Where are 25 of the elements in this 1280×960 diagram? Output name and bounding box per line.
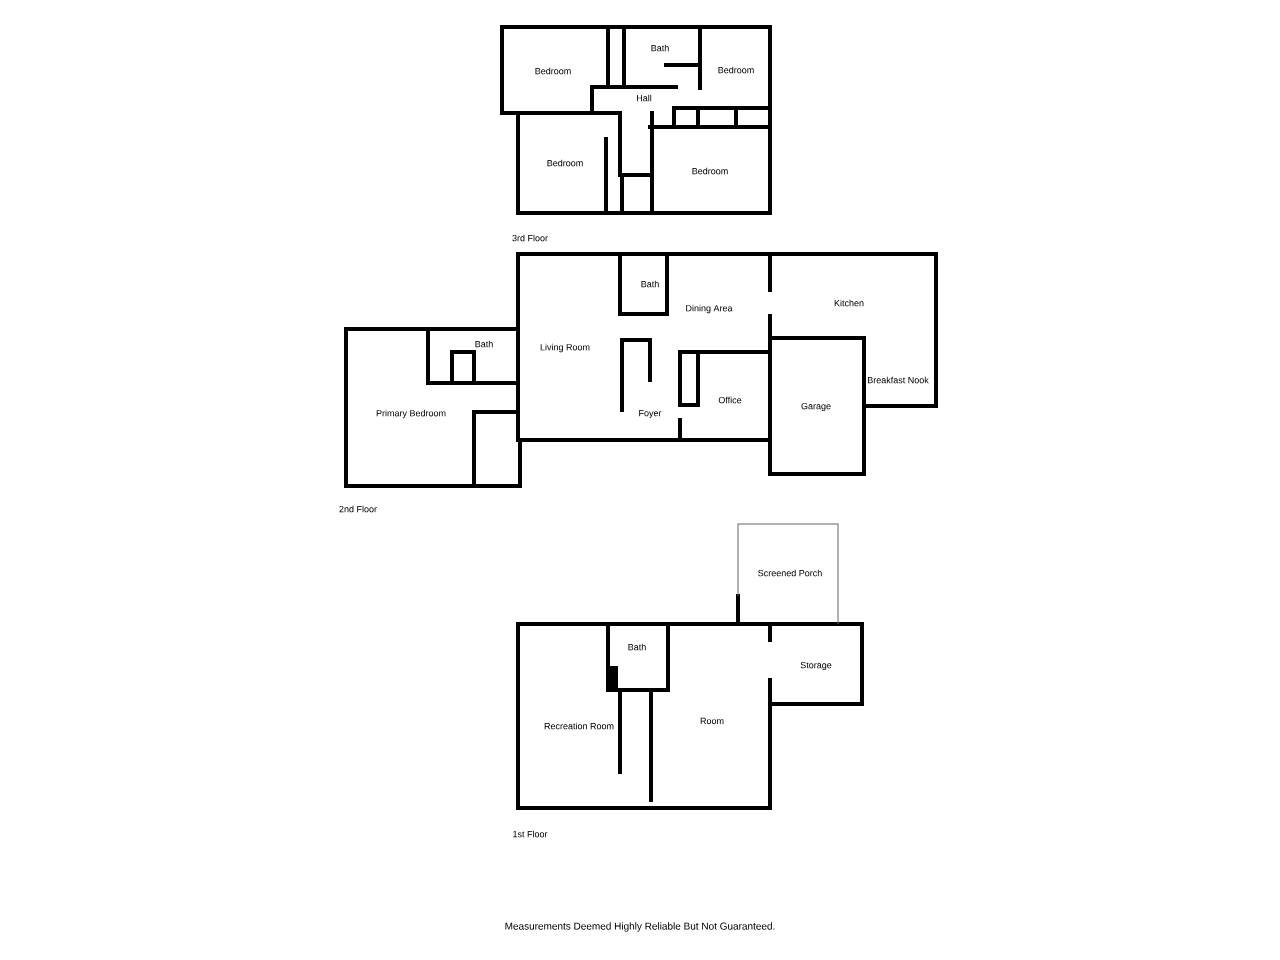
room-label: Recreation Room [544, 722, 614, 730]
room-label: Bath [628, 643, 646, 651]
room-label: Office [718, 396, 742, 404]
room-label: Room [700, 717, 724, 725]
room-label: Storage [800, 661, 832, 671]
room-label: Bedroom [535, 67, 571, 75]
room-label: Foyer [639, 409, 662, 419]
floor-label: 1st Floor [513, 830, 548, 838]
room-label: Living Room [540, 343, 590, 353]
room-label: Bedroom [692, 167, 728, 175]
room-label: Garage [801, 402, 831, 412]
floor-label: 3rd Floor [512, 234, 548, 242]
floor-label: 2nd Floor [339, 505, 377, 513]
room-label: Hall [637, 94, 652, 102]
room-label: Bedroom [718, 66, 754, 74]
room-label: Bath [641, 280, 659, 288]
room-label: Screened Porch [758, 569, 822, 577]
room-label: Kitchen [834, 299, 864, 307]
room-label: Breakfast Nook [868, 376, 929, 384]
room-label: Bath [475, 340, 493, 348]
room-label: Bedroom [547, 159, 583, 167]
room-label: Primary Bedroom [376, 409, 446, 419]
room-label: Bath [651, 44, 669, 52]
caption-text: Measurements Deemed Highly Reliable But Not Guaranteed. [505, 922, 775, 932]
room-label: Dining Area [686, 304, 733, 314]
